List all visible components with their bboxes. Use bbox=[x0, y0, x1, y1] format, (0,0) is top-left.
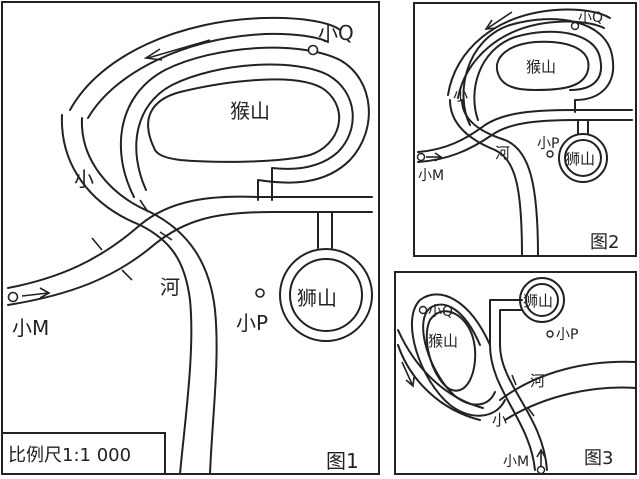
fig2-main-road-top bbox=[417, 109, 633, 153]
figure-2-frame bbox=[413, 2, 637, 257]
fig2-river-bank-right bbox=[461, 99, 539, 257]
fig3-arrow-left bbox=[401, 361, 413, 385]
fig2-caption: 图2 bbox=[590, 232, 619, 253]
fig3-monkey-hill-outline bbox=[425, 310, 477, 392]
fig2-river-label-1: 小 bbox=[453, 86, 468, 104]
fig1-lion-hill-ring-inner bbox=[289, 258, 363, 332]
fig1-river-bank-left bbox=[60, 114, 193, 475]
fig2-outer-road-a bbox=[447, 8, 611, 96]
fig1-point-q bbox=[307, 44, 319, 56]
fig3-caption: 图3 bbox=[584, 448, 613, 469]
fig1-bridge-mark-1 bbox=[91, 237, 103, 251]
fig1-bridge-mark-4 bbox=[139, 199, 149, 213]
figure-1-frame bbox=[1, 1, 380, 475]
fig3-arrow-m-head bbox=[536, 448, 546, 458]
fig2-lion-hill-ring-inner bbox=[564, 139, 602, 177]
fig3-lion-branch-top bbox=[489, 299, 523, 346]
fig1-caption: 图1 bbox=[326, 449, 359, 473]
fig2-main-road-bottom bbox=[417, 119, 633, 163]
figure-3-frame bbox=[394, 271, 637, 475]
fig3-point-m bbox=[536, 465, 546, 475]
fig3-outer-road-a bbox=[397, 344, 481, 421]
fig1-q-label: 小Q bbox=[318, 21, 354, 45]
fig3-monkey-hill-label: 猴山 bbox=[428, 332, 458, 350]
fig1-arrow-top-head bbox=[143, 48, 163, 61]
fig1-bridge-mark-3 bbox=[121, 269, 133, 281]
fig1-river-label-2: 河 bbox=[160, 275, 180, 299]
fig2-loop-road-inner bbox=[473, 30, 603, 121]
fig3-lion-branch-bottom bbox=[499, 309, 523, 346]
fig3-river-label-2: 河 bbox=[530, 372, 545, 390]
fig1-arrow-top bbox=[147, 39, 211, 59]
fig3-loop-road-outer bbox=[411, 293, 506, 417]
fig1-river-label-1: 小 bbox=[74, 167, 94, 191]
fig1-outer-road-b bbox=[87, 32, 329, 119]
fig2-outer-road-b bbox=[457, 20, 605, 99]
figure-1: 猴山 狮山 小 河 小Q 小P 小M 比例尺1:1 000 图1 bbox=[1, 1, 380, 475]
fig1-scale-label: 比例尺1:1 000 bbox=[8, 445, 131, 466]
fig3-lion-hill-ring-outer bbox=[519, 277, 565, 323]
fig1-scale-box bbox=[1, 432, 166, 475]
fig1-arrow-m bbox=[21, 292, 49, 297]
fig2-lion-hill-ring-outer bbox=[558, 133, 608, 183]
fig1-point-m bbox=[7, 291, 19, 303]
fig3-bridge-mark-2 bbox=[527, 407, 535, 417]
fig3-river-bank-lower bbox=[504, 386, 637, 421]
figure-2: 猴山 狮山 小 河 小Q 小P 小M 图2 bbox=[413, 2, 637, 257]
fig3-q-label: 小Q bbox=[428, 304, 453, 320]
fig2-point-q bbox=[570, 21, 580, 31]
fig1-p-label: 小P bbox=[236, 311, 268, 335]
fig2-arrow-top bbox=[487, 11, 513, 29]
fig2-arrow-m-head bbox=[434, 152, 443, 162]
fig2-lion-hill-label: 狮山 bbox=[565, 150, 595, 168]
fig3-main-road-left bbox=[489, 344, 536, 471]
fig2-river-label-2: 河 bbox=[495, 144, 510, 162]
fig1-lion-hill-label: 狮山 bbox=[297, 286, 337, 310]
fig1-main-road-top bbox=[7, 195, 373, 289]
fig3-m-label: 小M bbox=[503, 454, 529, 470]
fig3-outer-road-b bbox=[397, 329, 484, 409]
fig2-p-label: 小P bbox=[537, 136, 559, 152]
fig3-main-road-right bbox=[499, 344, 548, 471]
fig1-main-road-bottom bbox=[7, 211, 373, 306]
fig3-arrow-left-head bbox=[405, 376, 415, 388]
fig1-monkey-hill-label: 猴山 bbox=[230, 99, 270, 123]
fig3-river-label-1: 小 bbox=[492, 411, 507, 429]
fig1-loop-road-outer bbox=[119, 46, 370, 201]
fig3-lion-hill-ring-inner bbox=[525, 283, 559, 317]
fig1-river-bank-right bbox=[80, 117, 218, 475]
fig3-lion-hill-label: 狮山 bbox=[523, 292, 553, 310]
fig3-p-label: 小P bbox=[556, 327, 578, 343]
fig1-m-label: 小M bbox=[12, 316, 49, 340]
fig1-bridge-mark-2 bbox=[159, 231, 173, 241]
fig2-m-label: 小M bbox=[418, 168, 444, 184]
fig2-point-p bbox=[546, 150, 554, 158]
fig3-point-q bbox=[418, 305, 428, 315]
fig1-lion-hill-ring-outer bbox=[279, 248, 373, 342]
fig1-outer-road-a bbox=[69, 16, 341, 111]
fig1-loop-road-inner bbox=[135, 63, 354, 201]
fig2-point-m bbox=[416, 152, 426, 162]
fig2-arrow-top-head bbox=[484, 19, 497, 30]
fig3-point-p bbox=[546, 330, 554, 338]
fig2-q-label: 小Q bbox=[578, 10, 603, 26]
fig2-river-bank-left bbox=[449, 99, 523, 257]
figure-3: 猴山 狮山 小 河 小Q 小P 小M 图3 bbox=[394, 271, 637, 475]
fig3-bridge-mark-1 bbox=[511, 374, 517, 386]
fig2-monkey-hill-outline bbox=[495, 40, 590, 91]
fig1-arrow-m-head bbox=[39, 287, 51, 299]
fig3-river-bank-upper bbox=[499, 360, 637, 401]
fig1-point-p bbox=[255, 288, 265, 298]
fig2-monkey-hill-label: 猴山 bbox=[526, 58, 556, 76]
fig1-monkey-hill-outline bbox=[147, 78, 341, 163]
